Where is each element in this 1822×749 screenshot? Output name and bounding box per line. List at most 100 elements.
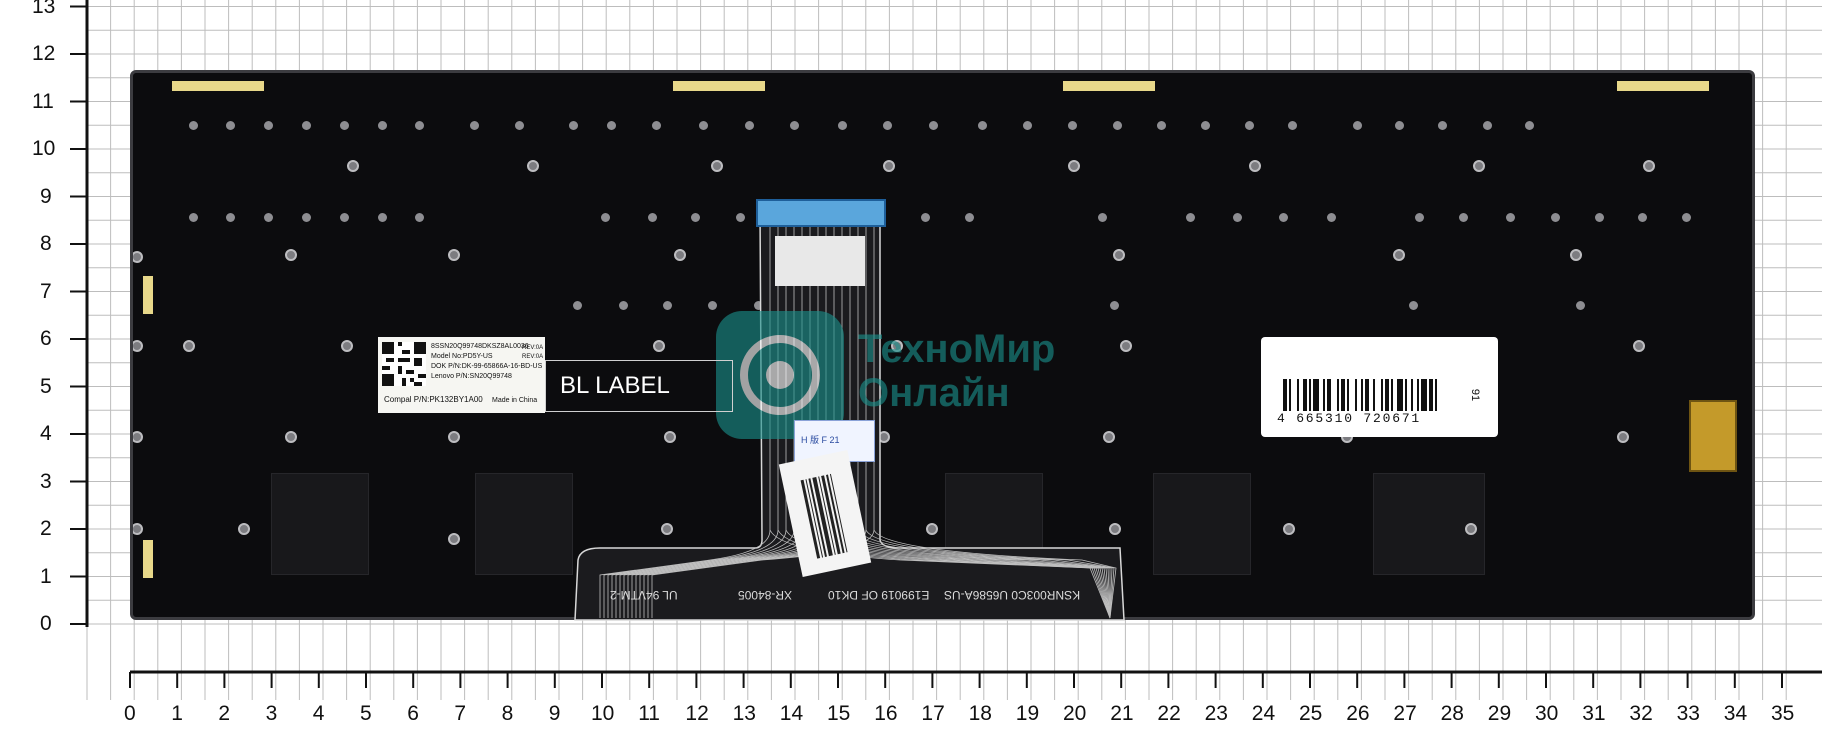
mounting-hole (133, 523, 143, 535)
barcode-bar (1417, 379, 1419, 411)
y-tick-label: 0 (40, 612, 52, 635)
barcode-side-number: 91 (1469, 388, 1482, 402)
barcode-bar (1341, 379, 1345, 411)
mounting-hole (891, 340, 903, 352)
barcode-bar (1327, 379, 1331, 411)
x-tick-label: 18 (968, 702, 992, 725)
mounting-hole (1109, 523, 1121, 535)
x-tick-label: 2 (218, 702, 231, 725)
mounting-hole (133, 251, 143, 263)
x-tick-label: 32 (1629, 702, 1653, 725)
barcode-bar (1323, 379, 1325, 411)
y-tick-label: 5 (40, 374, 52, 398)
barcode-bar (1391, 379, 1393, 411)
key-nub (340, 121, 349, 130)
mounting-hole (1617, 431, 1629, 443)
key-nub (189, 121, 198, 130)
x-tick-label: 33 (1676, 702, 1700, 725)
key-nub (619, 301, 628, 310)
x-tick-label: 23 (1204, 702, 1228, 725)
x-tick-label: 9 (548, 702, 561, 725)
barcode-bar (1313, 379, 1319, 411)
y-tick-label: 12 (32, 42, 56, 65)
barcode-bar (1309, 379, 1311, 411)
x-tick-label: 13 (732, 702, 756, 725)
y-tick-label: 4 (40, 422, 52, 445)
key-nub (1576, 301, 1585, 310)
y-tick-label: 7 (40, 279, 52, 303)
x-tick-label: 14 (779, 702, 804, 725)
key-nub (1186, 213, 1195, 222)
mounting-hole (1465, 523, 1477, 535)
x-tick-label: 5 (360, 702, 372, 725)
x-tick-label: 6 (407, 702, 419, 725)
barcode-digits: 4 665310 720671 (1277, 411, 1422, 426)
barcode-bar (1421, 379, 1427, 411)
mounting-hole (285, 249, 297, 261)
x-tick-label: 4 (312, 702, 325, 725)
barcode-bar (1411, 379, 1413, 411)
x-tick-label: 31 (1582, 702, 1606, 725)
ribbon-connector (1689, 400, 1737, 472)
x-tick-label: 1 (171, 702, 183, 725)
key-nub (189, 213, 198, 222)
key-nub (607, 121, 616, 130)
tag-sticker (778, 449, 872, 578)
key-nub (652, 121, 661, 130)
key-nub (754, 301, 763, 310)
key-nub (745, 121, 754, 130)
y-tick-label: 8 (40, 232, 52, 255)
key-nub (415, 213, 424, 222)
x-tick-label: 30 (1535, 702, 1559, 725)
key-nub (929, 121, 938, 130)
key-nub (978, 121, 987, 130)
flex-cable-print-area (775, 236, 865, 286)
x-tick-label: 35 (1771, 702, 1795, 725)
key-nub (302, 213, 311, 222)
barcode-bar (1397, 379, 1403, 411)
barcode-bar (1381, 379, 1383, 411)
qr-code (382, 342, 426, 386)
barcode-bar (1365, 379, 1369, 411)
mounting-hole (1249, 160, 1261, 172)
key-nub (1483, 121, 1492, 130)
top-tab-strip (1617, 81, 1709, 91)
mounting-hole (285, 431, 297, 443)
mounting-hole (527, 160, 539, 172)
x-tick-label: 25 (1299, 702, 1323, 725)
key-nub (573, 301, 582, 310)
label-compal-pn: Compal P/N:PK132BY1A00 (384, 395, 483, 404)
x-tick-label: 20 (1063, 702, 1087, 725)
key-nub (1023, 121, 1032, 130)
key-nub (264, 213, 273, 222)
barcode-bar (1337, 379, 1339, 411)
key-nub (1110, 301, 1119, 310)
key-nub (378, 121, 387, 130)
bl-label: BL LABEL (545, 360, 733, 412)
key-nub (1157, 121, 1166, 130)
mounting-hole (1103, 431, 1115, 443)
flex-trace (873, 529, 1117, 619)
mounting-hole (1633, 340, 1645, 352)
tag-barcode (800, 473, 848, 559)
y-tick-label: 13 (32, 0, 56, 18)
barcode-bar (1361, 379, 1363, 411)
flex-trace (603, 226, 779, 618)
key-nub (569, 121, 578, 130)
key-nub (736, 213, 745, 222)
mounting-hole (926, 523, 938, 535)
x-tick-label: 11 (638, 702, 660, 725)
key-nub (1395, 121, 1404, 130)
barcode-bar (1355, 379, 1357, 411)
y-tick-label: 11 (32, 89, 54, 113)
mounting-hole (347, 160, 359, 172)
y-tick-label: 10 (32, 137, 56, 160)
key-nub (648, 213, 657, 222)
mounting-hole (341, 340, 353, 352)
mounting-hole (1643, 160, 1655, 172)
key-nub (921, 213, 930, 222)
flex-print-line: KSNR003C0 U6586A-US (944, 588, 1081, 602)
key-nub (302, 121, 311, 130)
y-tick-label: 1 (40, 564, 52, 588)
